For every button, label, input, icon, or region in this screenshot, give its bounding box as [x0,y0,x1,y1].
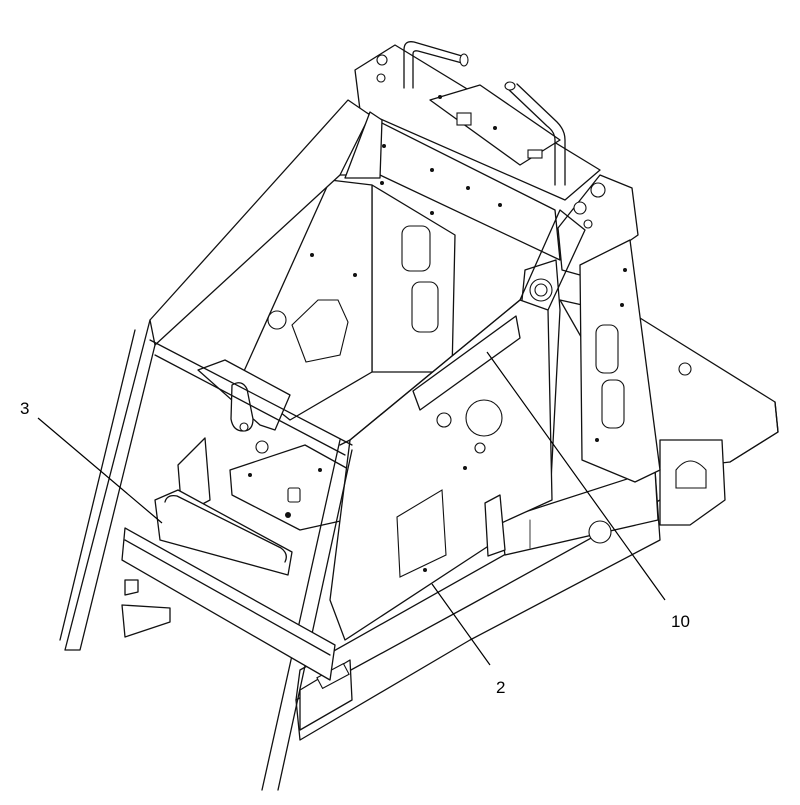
leader-line-10 [486,351,666,601]
mount-platform [229,440,351,531]
leader-line-3 [37,417,163,524]
side-panel [329,299,553,641]
top-header [354,44,601,201]
callout-label-10: 10 [671,612,690,631]
right-upright [557,174,661,483]
callout-label-2: 2 [496,678,505,697]
left-inner-panel [239,179,373,421]
callout-label-3: 3 [20,399,29,418]
front-frame [59,99,586,791]
grab-handles [403,41,566,186]
storage-tray [154,489,293,576]
bottom-rail [295,439,726,741]
leader-lines [37,351,666,666]
back-panel [339,111,561,373]
leader-line-2 [431,583,491,666]
